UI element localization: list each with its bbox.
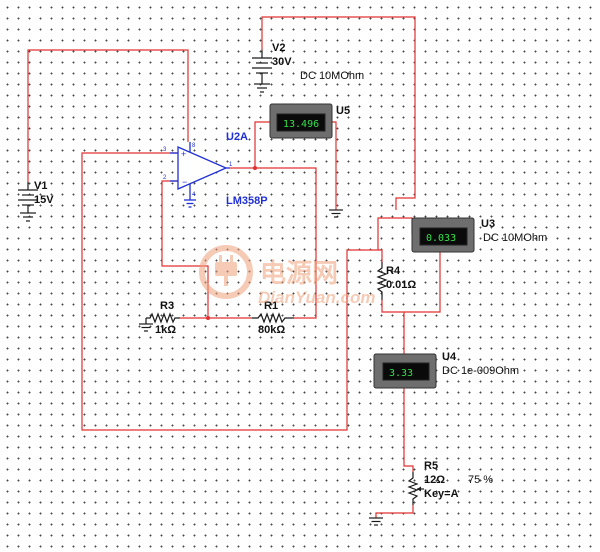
pin-label-out: 1 [229,162,233,168]
wire-out-to-r1 [230,167,317,319]
wire-u3-left [396,217,413,234]
r3-value-label: 1kΩ [155,324,176,336]
r1-resistor[interactable] [252,312,294,324]
meter-u5-reading: 13.496 [283,119,319,130]
wire-v1-to-noninv [27,49,189,182]
v2-ref-label: V2 [272,42,285,54]
v2-note-label: DC 10MOhm [300,70,364,82]
meter-u5[interactable]: 13.496 [269,103,333,139]
opamp-ground-icon [184,199,196,208]
meter-u4-mode-label: DC 1e-009Ohm [442,365,519,377]
v2-battery[interactable] [252,50,272,93]
wire-inv-feedback [161,180,209,318]
wire-r4-top [378,249,383,262]
noninv-plus-icon: + [181,149,186,159]
v1-ref-label: V1 [34,180,47,192]
r4-resistor[interactable] [376,262,388,300]
u2a-part-label: LM358P [226,195,268,207]
v1-battery[interactable] [18,182,38,222]
u5-ground-icon [329,209,343,218]
pin-label-vpos: 8 [192,143,196,149]
meter-u3-mode-label: DC 10MOhm [483,232,547,244]
r1-value-label: 80kΩ [258,324,285,336]
wire-r4-bottom [381,300,405,358]
inv-minus-icon: − [182,177,187,187]
wire-outer-loop [81,152,396,431]
r5-value-label: 12Ω [424,474,445,486]
wire-u3-right [404,234,441,313]
wire-u4-r5 [403,384,414,472]
r1-ref-label: R1 [264,300,278,312]
r3-ref-label: R3 [160,300,174,312]
wire-out-to-u5 [254,121,270,168]
r4-value-label: 0.01Ω [386,279,416,291]
meter-u3-ref-label: U3 [481,218,495,230]
meter-u3[interactable]: 0.033 [411,217,475,253]
r5-setting-label: 75 % [468,474,493,486]
watermark-logo [199,245,253,299]
wire-v2-top [261,16,416,210]
junction-dot-r3-r1 [206,316,210,320]
meter-u3-reading: 0.033 [426,233,456,244]
wire-u5-gnd [332,121,337,210]
r5-ground-icon [369,517,383,526]
v1-value-label: 15V [34,194,54,206]
v2-value-label: 30V [272,56,292,68]
u2a-ref-label: U2A [226,131,248,143]
pin-label-inv: 2 [163,175,167,181]
wire-r5-gnd [375,505,414,518]
r5-key-label: Key=A [424,488,459,500]
pin-label-vneg: 4 [192,192,196,198]
pin-label-noninv: 3 [163,147,167,153]
r5-potentiometer[interactable] [407,472,424,505]
wiper-arrow-icon [417,486,421,492]
r5-ref-label: R5 [424,460,438,472]
r4-ref-label: R4 [386,265,401,277]
watermark-cn-text: 电源网 [260,259,338,289]
meter-u5-ref-label: U5 [336,105,350,117]
watermark-en-text: DianYuan.com [258,288,375,307]
meter-u4[interactable]: 3.33 [373,353,437,389]
meter-u4-ref-label: U4 [442,351,457,363]
meter-u4-reading: 3.33 [389,368,413,379]
opamp-u2a[interactable]: + − [170,142,230,200]
r3-resistor[interactable] [139,312,180,332]
wires [27,16,441,518]
junction-dot-out [253,166,257,170]
